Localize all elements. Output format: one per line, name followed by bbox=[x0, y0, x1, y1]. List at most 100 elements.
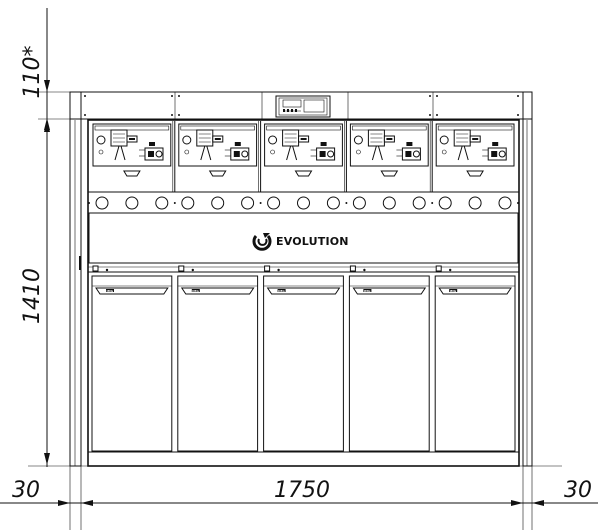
mechanism-slot bbox=[300, 138, 307, 140]
door-badge: IMG bbox=[192, 289, 199, 293]
switch-box-top bbox=[94, 125, 170, 131]
door-badge: IMG bbox=[450, 289, 457, 293]
terminal-screw bbox=[277, 268, 280, 272]
round-indicator bbox=[438, 196, 452, 210]
status-lamp bbox=[492, 142, 499, 146]
cable-door bbox=[177, 275, 259, 452]
door-handle bbox=[95, 287, 169, 295]
panels: IMG IMG IMG IMG IMG bbox=[91, 121, 516, 452]
door-handle bbox=[266, 287, 341, 295]
terminal-screw bbox=[105, 268, 109, 272]
cable-door bbox=[263, 275, 344, 452]
selector-knob bbox=[439, 135, 449, 145]
indicator-row bbox=[88, 196, 519, 210]
mechanism-slot bbox=[129, 138, 135, 140]
round-indicator bbox=[181, 196, 195, 210]
status-lamp bbox=[234, 142, 241, 146]
dim-right-margin: 30 bbox=[564, 478, 592, 503]
door-handle bbox=[438, 287, 512, 295]
earth-switch-knob bbox=[155, 150, 163, 158]
mechanism-slot bbox=[386, 138, 393, 140]
terminal-screw bbox=[449, 268, 452, 272]
selector-dot bbox=[98, 149, 104, 155]
earth-switch-knob bbox=[412, 150, 420, 158]
panel: IMG bbox=[258, 121, 344, 452]
round-indicator bbox=[95, 196, 109, 210]
selector-knob bbox=[268, 135, 278, 145]
door-badge-bg bbox=[277, 289, 286, 292]
status-lamp bbox=[406, 142, 413, 146]
earth-switch-knob bbox=[241, 150, 249, 158]
round-indicator bbox=[267, 196, 281, 210]
door-badge: IMG bbox=[107, 289, 114, 293]
switch-box-top bbox=[180, 125, 255, 131]
cabinet-frame bbox=[69, 91, 533, 467]
terminal bbox=[349, 265, 356, 272]
compartment-handle bbox=[123, 170, 141, 177]
selector-dot bbox=[184, 149, 190, 155]
mechanism-slot bbox=[472, 138, 479, 140]
mechanism-lines bbox=[370, 133, 383, 143]
earth-switch-knob bbox=[498, 150, 506, 158]
door-badge-bg bbox=[106, 289, 114, 292]
status-lamp bbox=[149, 142, 155, 146]
switch-box bbox=[435, 123, 515, 167]
round-indicator bbox=[297, 196, 310, 210]
cable-door bbox=[434, 275, 516, 452]
terminal bbox=[435, 265, 442, 272]
brand-logo: EVOLUTION bbox=[252, 233, 349, 251]
switch-box-top bbox=[266, 125, 341, 131]
terminal-screw bbox=[191, 268, 194, 272]
mechanism-lines bbox=[198, 133, 211, 143]
round-indicator bbox=[468, 196, 482, 210]
switch-box-top bbox=[437, 125, 513, 131]
earth-switch-knob bbox=[327, 150, 335, 158]
switch-box-top bbox=[352, 125, 427, 131]
compartment-handle bbox=[294, 170, 313, 177]
indicator-bolt bbox=[517, 202, 519, 204]
round-indicator bbox=[382, 196, 396, 210]
brand-panel bbox=[88, 212, 519, 264]
dimension-lines bbox=[0, 8, 598, 530]
mechanism-lever bbox=[286, 145, 298, 161]
mechanism-lever bbox=[200, 145, 212, 161]
switch-box bbox=[178, 123, 258, 167]
dim-main-height: 1410 bbox=[20, 268, 45, 324]
round-indicator bbox=[498, 196, 512, 210]
panel: IMG bbox=[429, 121, 516, 452]
round-indicator bbox=[326, 196, 340, 210]
door-badge: IMG bbox=[364, 289, 371, 293]
panel: IMG bbox=[344, 121, 430, 452]
round-indicator bbox=[211, 196, 225, 210]
terminal bbox=[264, 265, 271, 272]
brand-name: EVOLUTION bbox=[276, 235, 349, 248]
terminal bbox=[178, 265, 185, 272]
dim-left-margin: 30 bbox=[12, 478, 40, 503]
switch-box bbox=[264, 123, 343, 167]
cable-door bbox=[348, 275, 430, 452]
compartment-handle bbox=[208, 170, 227, 177]
door-badge-bg bbox=[191, 289, 200, 292]
selector-dot bbox=[441, 149, 447, 155]
selector-dot bbox=[356, 149, 361, 155]
selector-knob bbox=[182, 135, 192, 145]
indicator-bolt bbox=[88, 202, 90, 204]
mechanism-lever bbox=[114, 145, 126, 161]
indicator-bolt bbox=[259, 202, 262, 204]
controller-display bbox=[275, 95, 331, 118]
compartment-handle bbox=[380, 170, 399, 177]
indicator-bolt bbox=[173, 202, 176, 204]
dim-top-height: 110* bbox=[20, 46, 45, 99]
door-badge-bg bbox=[363, 289, 372, 292]
mechanism-lines bbox=[113, 133, 125, 143]
dim-width: 1750 bbox=[274, 478, 330, 503]
round-indicator bbox=[125, 196, 139, 210]
mechanism-lever bbox=[371, 145, 383, 161]
mechanism-lines bbox=[456, 133, 469, 143]
selector-knob bbox=[353, 135, 363, 145]
terminal bbox=[92, 265, 99, 272]
door-badge: IMG bbox=[278, 289, 285, 293]
mechanism-lines bbox=[284, 133, 297, 143]
panel: IMG bbox=[172, 121, 259, 452]
